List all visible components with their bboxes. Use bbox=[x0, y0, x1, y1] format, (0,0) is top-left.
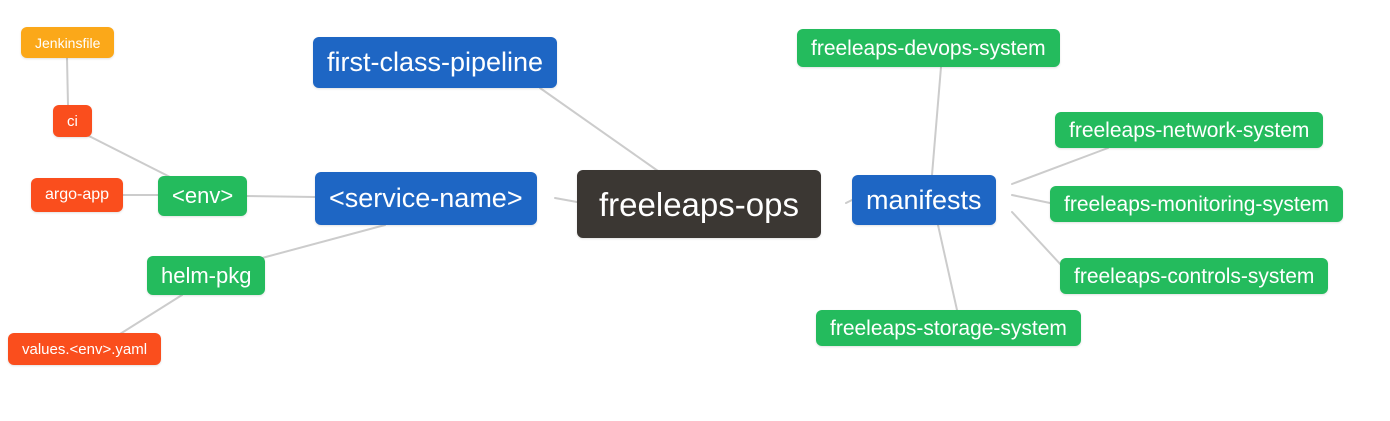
node-helm-pkg[interactable]: helm-pkg bbox=[147, 256, 266, 295]
edge-ci-env bbox=[84, 133, 173, 179]
node-first-class-pipeline[interactable]: first-class-pipeline bbox=[313, 37, 558, 88]
node-freeleaps-ops[interactable]: freeleaps-ops bbox=[577, 170, 821, 238]
edge-env-service-name bbox=[243, 195, 316, 198]
node-jenkinsfile[interactable]: Jenkinsfile bbox=[21, 27, 115, 58]
node-freeleaps-controls-system[interactable]: freeleaps-controls-system bbox=[1060, 258, 1329, 294]
edge-pipeline-freeleaps-ops bbox=[539, 87, 659, 172]
edge-manifests-network bbox=[1011, 147, 1109, 185]
node-manifests[interactable]: manifests bbox=[852, 175, 996, 225]
edge-service-name-freeleaps-ops bbox=[554, 197, 578, 203]
edge-manifests-storage bbox=[937, 224, 958, 311]
node-freeleaps-monitoring-system[interactable]: freeleaps-monitoring-system bbox=[1050, 186, 1343, 222]
edge-service-name-helm-pkg bbox=[261, 224, 386, 259]
edge-manifests-controls bbox=[1011, 211, 1063, 267]
node-values-env-yaml[interactable]: values.<env>.yaml bbox=[8, 333, 162, 365]
edge-freeleaps-ops-manifests bbox=[845, 199, 853, 204]
node-ci[interactable]: ci bbox=[53, 105, 92, 137]
node-freeleaps-network-system[interactable]: freeleaps-network-system bbox=[1055, 112, 1324, 148]
edge-jenkinsfile-ci bbox=[66, 57, 69, 106]
node-service-name[interactable]: <service-name> bbox=[315, 172, 537, 225]
node-argo-app[interactable]: argo-app bbox=[31, 178, 124, 212]
node-freeleaps-devops-system[interactable]: freeleaps-devops-system bbox=[797, 29, 1060, 67]
edge-manifests-monitoring bbox=[1011, 194, 1051, 204]
node-env[interactable]: <env> bbox=[158, 176, 248, 216]
edge-helm-pkg-values bbox=[119, 294, 183, 335]
edge-manifests-devops bbox=[931, 66, 942, 176]
node-freeleaps-storage-system[interactable]: freeleaps-storage-system bbox=[816, 310, 1081, 346]
